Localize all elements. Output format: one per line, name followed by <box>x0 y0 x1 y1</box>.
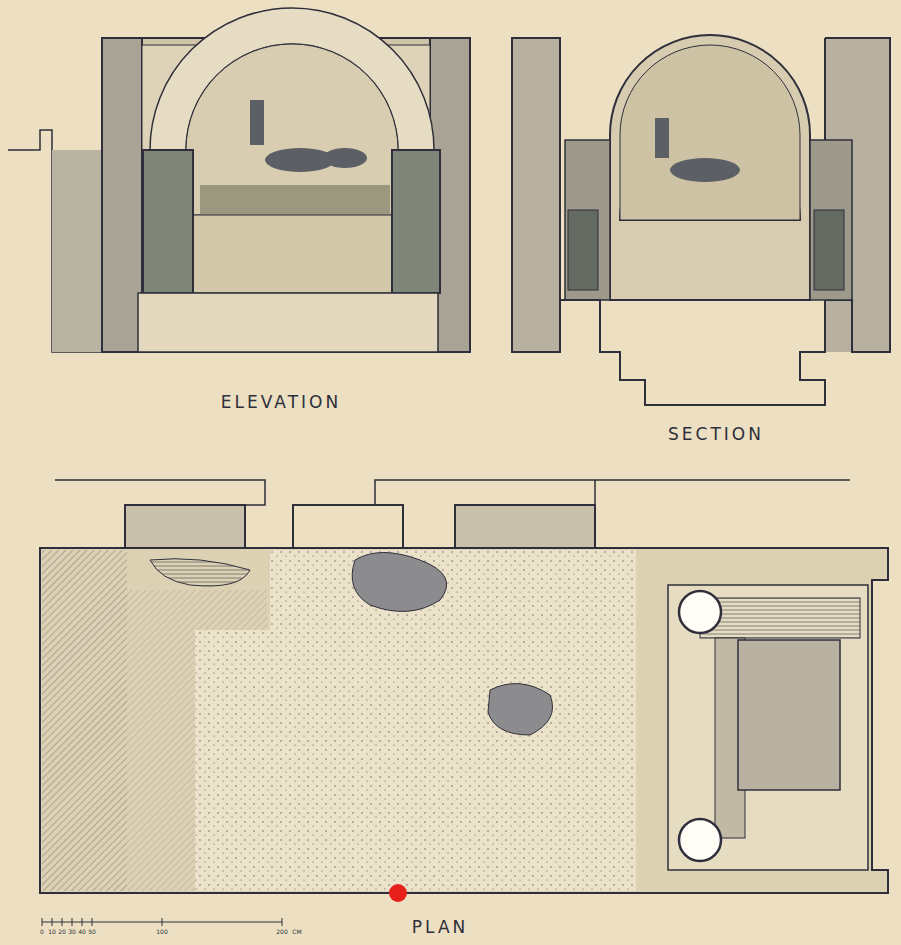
scale-number: 50 <box>88 929 96 935</box>
scale-number: 100 <box>156 929 167 935</box>
view-title: ELEVATION <box>221 394 341 411</box>
red-dot <box>389 884 407 902</box>
scale-number: 30 <box>68 929 76 935</box>
view-title: SECTION <box>668 426 764 443</box>
scale-unit: CM <box>292 929 301 935</box>
view-title: PLAN <box>412 919 468 936</box>
scale-number: 10 <box>48 929 56 935</box>
scale-number: 0 <box>40 929 44 935</box>
scale-number: 200 <box>276 929 287 935</box>
scale-number: 40 <box>78 929 86 935</box>
scale-number: 20 <box>58 929 66 935</box>
